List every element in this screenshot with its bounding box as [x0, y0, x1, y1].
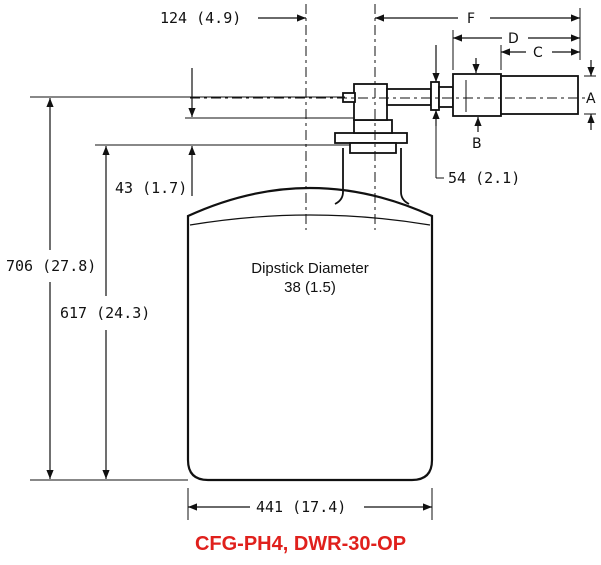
dim-a-label: A — [586, 91, 596, 107]
dim-body-height: 617 (24.3) — [60, 304, 150, 322]
dim-c-label: C — [533, 45, 543, 61]
dim-valve: 54 (2.1) — [448, 169, 520, 187]
dim-b-label: B — [472, 136, 482, 152]
dim-f-label: F — [467, 11, 475, 27]
dipstick-diameter: 38 (1.5) — [284, 279, 336, 296]
dimension-lines — [46, 14, 595, 511]
dim-top-offset: 124 (4.9) — [160, 9, 241, 27]
centerlines — [190, 4, 590, 230]
neck-assembly — [334, 83, 410, 205]
model-caption: CFG-PH4, DWR-30-OP — [194, 533, 407, 555]
dim-neck: 43 (1.7) — [115, 179, 187, 197]
dewar-body — [186, 186, 434, 482]
dewar-drawing: 124 (4.9) F D C A B 54 (2.1) 43 (1.7) 70… — [6, 4, 596, 520]
valve-assembly — [342, 73, 579, 117]
dipstick-label: Dipstick Diameter — [251, 260, 369, 277]
dim-d-label: D — [508, 31, 519, 47]
dim-width: 441 (17.4) — [256, 498, 346, 516]
dim-overall-height: 706 (27.8) — [6, 257, 96, 275]
